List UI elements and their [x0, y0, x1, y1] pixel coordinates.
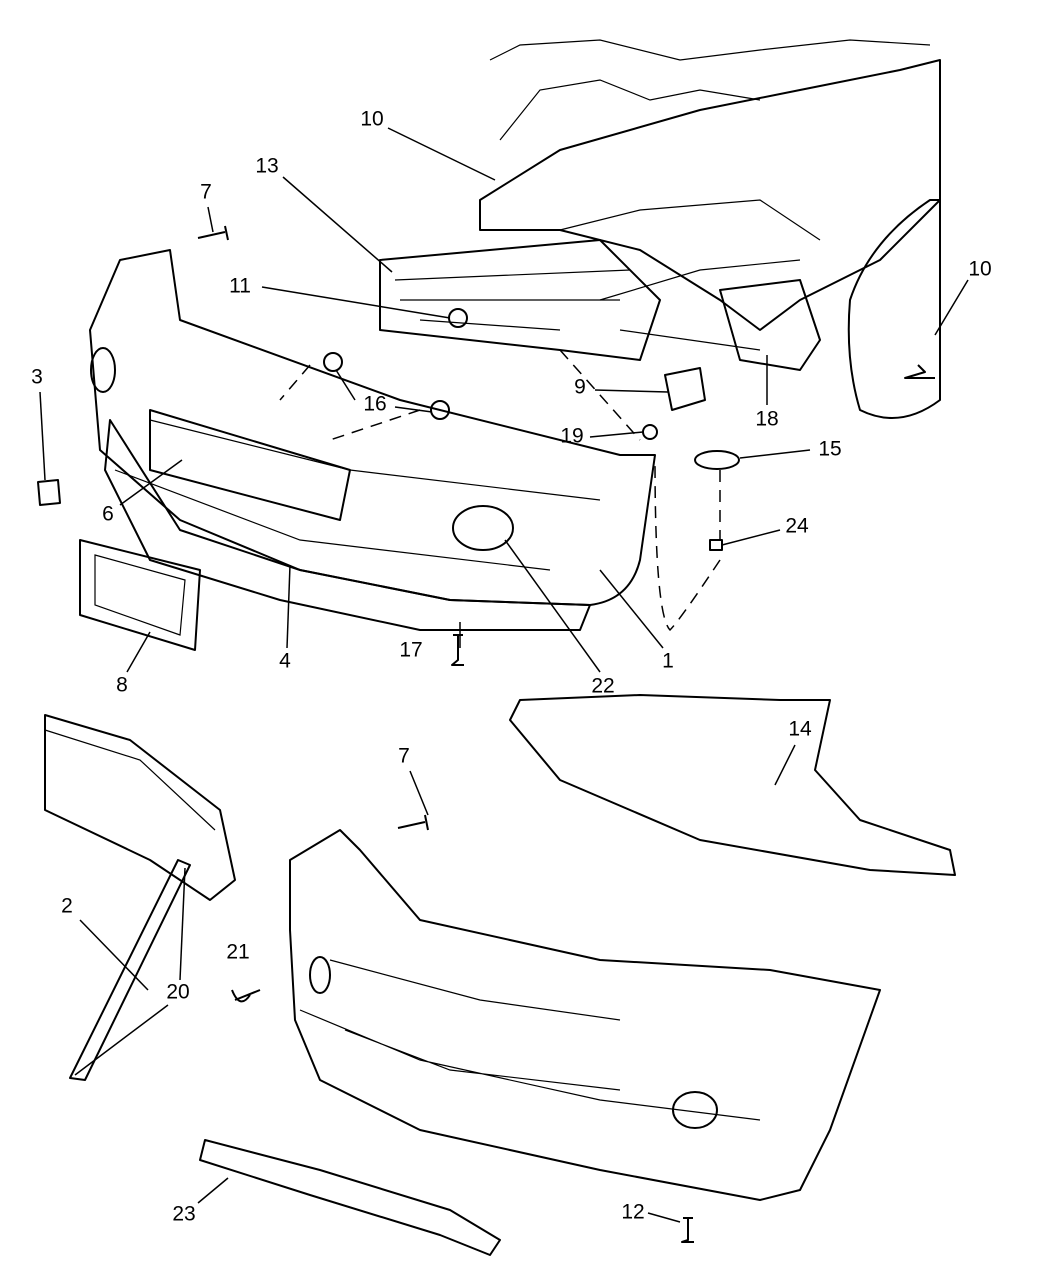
- fasteners: [197, 225, 935, 1243]
- callout-7: 7: [398, 745, 410, 768]
- callout-2: 2: [61, 895, 73, 918]
- part-1-fascia: [89, 249, 656, 606]
- part-23-strip: [199, 1139, 501, 1256]
- part-3: [37, 479, 61, 506]
- part-13-absorber: [379, 239, 661, 361]
- callout-4: 4: [279, 650, 291, 673]
- callout-6: 6: [102, 503, 114, 526]
- leader-lines: [39, 127, 969, 1223]
- callout-20: 20: [166, 981, 189, 1004]
- vehicle-frame: [479, 39, 941, 419]
- callout-10: 10: [360, 108, 383, 131]
- callout-17: 17: [399, 639, 422, 662]
- callout-1: 1: [662, 650, 674, 673]
- callout-9: 9: [574, 376, 586, 399]
- part-lower-bracket: [44, 714, 236, 901]
- callout-18: 18: [755, 408, 778, 431]
- callout-3: 3: [31, 366, 43, 389]
- callout-11: 11: [229, 275, 251, 298]
- part-2-strip: [69, 859, 191, 1081]
- part-8-license-bracket: [79, 539, 201, 651]
- part-14-spoiler: [509, 694, 956, 876]
- callout-16: 16: [363, 393, 386, 416]
- callout-19: 19: [560, 425, 583, 448]
- callout-7: 7: [200, 181, 212, 204]
- callout-15: 15: [818, 438, 841, 461]
- callout-8: 8: [116, 674, 128, 697]
- callout-23: 23: [172, 1203, 195, 1226]
- part-9: [664, 367, 706, 411]
- part-6-grille: [149, 409, 351, 521]
- callout-22: 22: [591, 675, 614, 698]
- part-4-lower-fascia: [104, 419, 591, 631]
- callout-10: 10: [968, 258, 991, 281]
- callout-24: 24: [785, 515, 809, 538]
- callout-12: 12: [621, 1201, 644, 1224]
- callout-21: 21: [226, 941, 249, 964]
- part-fascia-assembly: [289, 829, 881, 1201]
- callout-13: 13: [255, 155, 278, 178]
- callout-14: 14: [788, 718, 812, 741]
